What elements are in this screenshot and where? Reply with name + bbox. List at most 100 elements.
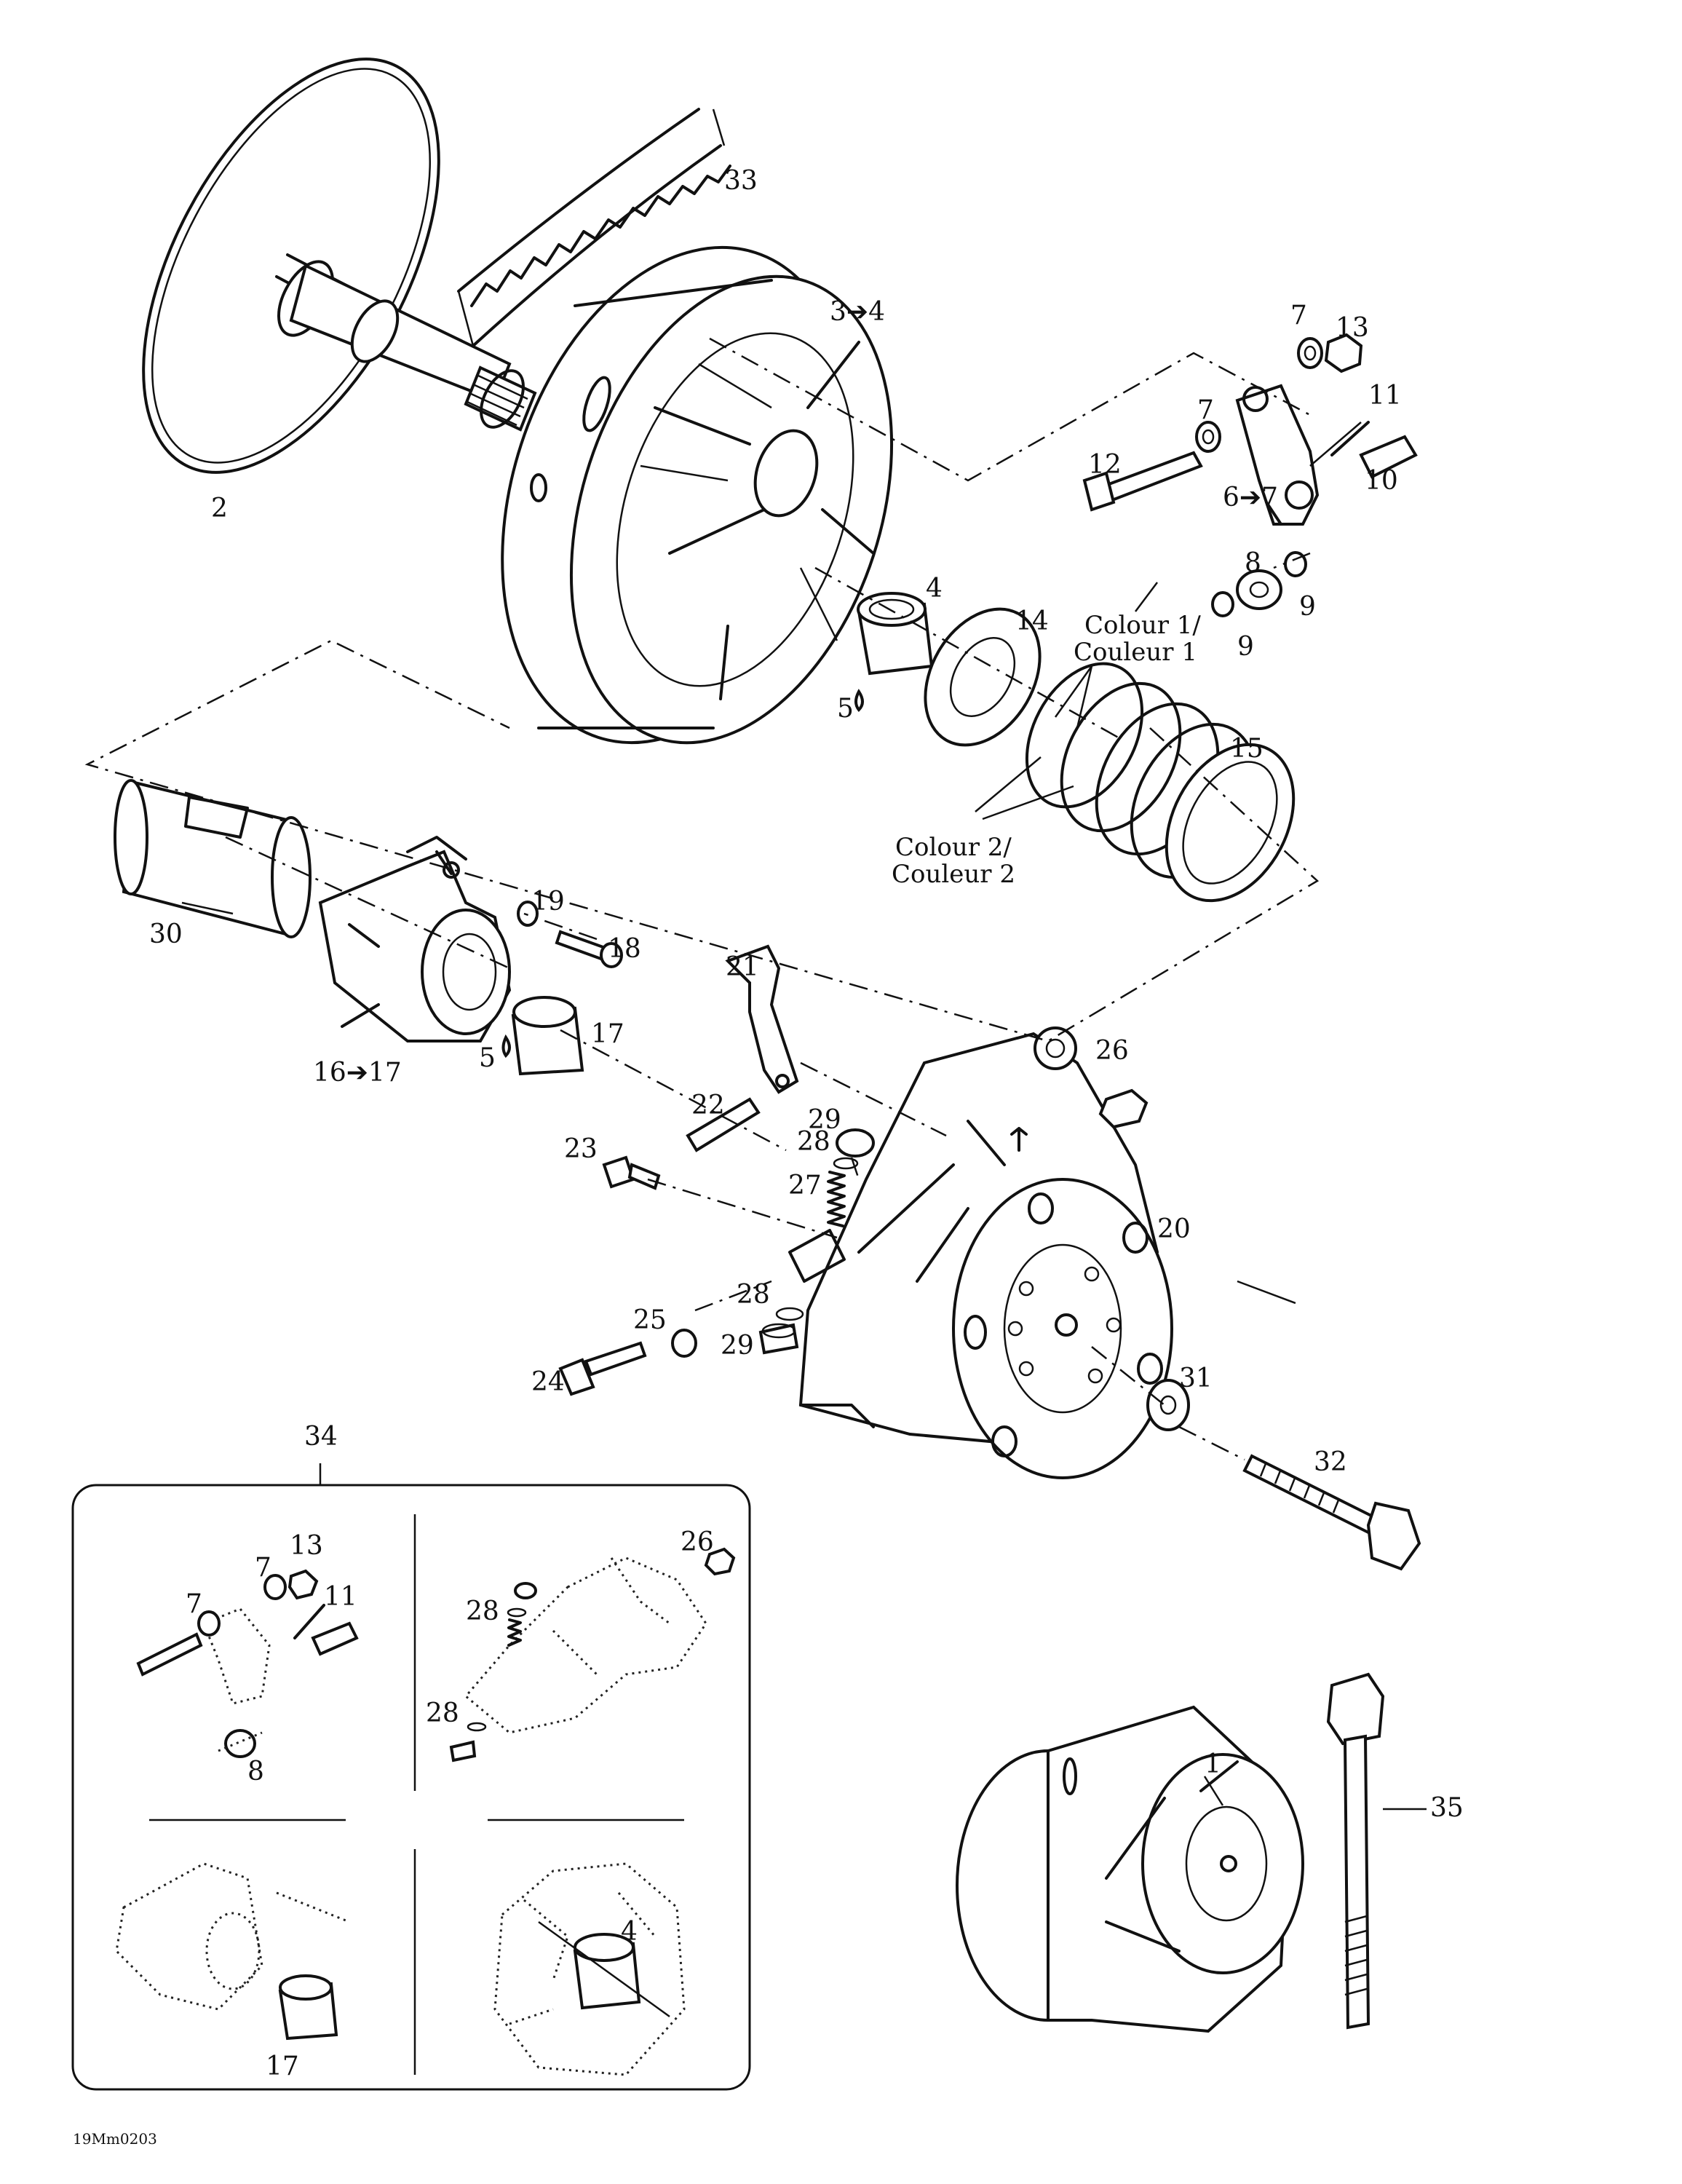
part-25-washer xyxy=(671,1329,697,1358)
part-27-spring xyxy=(827,1171,846,1227)
callout-15: 15 xyxy=(1230,734,1264,764)
callout-11-inset: 11 xyxy=(324,1582,357,1612)
assembly-line-axis-b xyxy=(225,836,787,1152)
part-19-washer xyxy=(517,901,539,927)
colour-1-label-line2: Couleur 1 xyxy=(1074,638,1197,667)
assembly-line-axis-a xyxy=(814,566,1122,740)
part-9-washer-b xyxy=(1284,551,1307,577)
callout-19: 19 xyxy=(531,887,565,917)
callout-10: 10 xyxy=(1365,466,1398,496)
callout-9-right: 9 xyxy=(1299,592,1316,622)
part-28-o-ring-a xyxy=(833,1157,859,1170)
callout-2: 2 xyxy=(211,494,228,523)
part-9-washer-a xyxy=(1211,591,1234,617)
callout-20: 20 xyxy=(1157,1214,1191,1244)
inset-panel-34 xyxy=(71,1463,751,2091)
callout-1: 1 xyxy=(1205,1749,1221,1779)
callout-23: 23 xyxy=(564,1134,598,1164)
part-16-movable-hub xyxy=(318,836,512,1042)
part-5-grease-drop-a xyxy=(854,689,864,712)
part-7-washer-a xyxy=(1297,337,1323,369)
inset-housing-detail xyxy=(493,1862,686,2076)
part-7-washer-b xyxy=(1195,421,1221,453)
part-22-pin xyxy=(686,1097,761,1152)
callout-4-inset: 4 xyxy=(621,1917,638,1947)
part-33-drive-belt xyxy=(457,108,731,347)
callout-27: 27 xyxy=(788,1171,822,1200)
callout-33: 33 xyxy=(724,166,758,196)
callout-35: 35 xyxy=(1430,1793,1464,1823)
callout-4: 4 xyxy=(926,574,943,604)
part-4-bushing xyxy=(857,592,934,676)
callout-8-inset: 8 xyxy=(247,1757,264,1787)
part-11-cotter-pin xyxy=(1330,421,1370,456)
part-18-screw xyxy=(555,930,623,968)
inset-arm-detail xyxy=(136,1569,359,1758)
part-13-nut xyxy=(1324,333,1363,373)
callout-7-inset-b: 7 xyxy=(186,1589,202,1619)
callout-7-upper: 7 xyxy=(1290,301,1307,331)
part-8-roller xyxy=(1236,569,1282,610)
colour-2-label-line2: Couleur 2 xyxy=(892,860,1015,889)
callout-16: 16➔17 xyxy=(313,1058,402,1088)
callout-3: 3➔4 xyxy=(830,297,885,327)
assembly-line-axis-d xyxy=(800,1061,947,1180)
callout-22: 22 xyxy=(691,1091,725,1120)
part-5-grease-drop-b xyxy=(501,1034,511,1059)
callout-31: 31 xyxy=(1179,1364,1213,1393)
callout-26-inset: 26 xyxy=(681,1527,714,1557)
diagram-code: 19Mm0203 xyxy=(73,2130,157,2148)
part-15-spring xyxy=(1025,662,1296,903)
callout-12: 12 xyxy=(1088,450,1122,480)
colour-2-label-line1: Colour 2/ xyxy=(895,833,1012,862)
part-23-bolt xyxy=(602,1155,661,1190)
callout-21: 21 xyxy=(726,952,759,982)
callout-28-lower: 28 xyxy=(737,1280,770,1310)
part-20-spider-hub xyxy=(788,1026,1173,1479)
assembly-line-axis-c xyxy=(647,1178,1245,1461)
callout-5-lower: 5 xyxy=(479,1043,496,1073)
part-24-bolt xyxy=(558,1341,647,1396)
inset-spider-detail xyxy=(449,1547,736,1762)
leader-lines xyxy=(975,422,1427,1811)
callout-13: 13 xyxy=(1336,313,1369,343)
colour-1-label-line1: Colour 1/ xyxy=(1084,611,1201,640)
callout-5: 5 xyxy=(837,694,854,724)
callout-28-upper: 28 xyxy=(797,1127,830,1157)
callout-13-inset: 13 xyxy=(290,1531,323,1561)
callout-labels: 1 2 3➔4 4 4 5 5 6➔7 7 7 7 7 8 8 9 9 10 1… xyxy=(149,166,1464,2081)
part-28-o-ring-b xyxy=(775,1307,804,1321)
part-30-cylinder xyxy=(114,779,312,938)
callout-26: 26 xyxy=(1095,1036,1129,1066)
callout-6: 6➔7 xyxy=(1223,483,1278,513)
callout-11: 11 xyxy=(1368,381,1402,411)
callout-7-lower: 7 xyxy=(1197,395,1214,425)
callout-34: 34 xyxy=(304,1422,338,1452)
inset-hub-detail xyxy=(115,1862,350,2041)
part-17-bushing xyxy=(511,996,584,1076)
part-1-assembly xyxy=(956,1705,1304,2033)
callout-17: 17 xyxy=(591,1019,624,1049)
callout-8: 8 xyxy=(1245,548,1261,578)
part-29-cap-b xyxy=(758,1323,799,1355)
part-32-bolt xyxy=(1242,1454,1421,1571)
callout-9-left: 9 xyxy=(1237,632,1254,662)
part-2-sheave xyxy=(142,58,537,474)
part-26-nut xyxy=(1098,1088,1149,1129)
callout-17-inset: 17 xyxy=(266,2052,299,2081)
callout-14: 14 xyxy=(1015,606,1049,636)
part-31-washer xyxy=(1146,1379,1190,1431)
callout-30: 30 xyxy=(149,919,183,949)
part-6-roller-arm xyxy=(1235,384,1320,526)
assembly-line-upper xyxy=(84,337,1320,1042)
callout-28-inset-lower: 28 xyxy=(426,1698,459,1728)
callout-25: 25 xyxy=(633,1305,667,1335)
callout-32: 32 xyxy=(1314,1447,1347,1477)
callout-18: 18 xyxy=(608,934,641,964)
part-3-housing xyxy=(501,245,894,745)
colour-notes: Colour 1/ Couleur 1 Colour 2/ Couleur 2 xyxy=(892,611,1201,889)
callout-24: 24 xyxy=(531,1367,565,1397)
part-10-pin xyxy=(1359,435,1418,479)
part-35-tool xyxy=(1326,1672,1385,2030)
